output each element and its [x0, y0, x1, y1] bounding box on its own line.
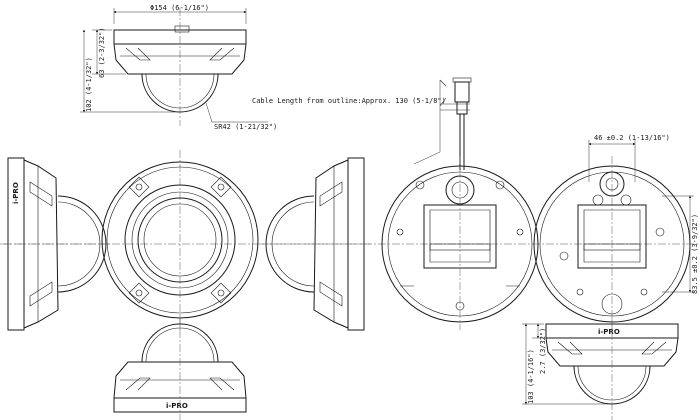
logo-left: i-PRO [12, 182, 20, 204]
logo-rear: i-PRO [166, 402, 188, 410]
dim-cable-length: Cable Length from outline:Approx. 130 (5… [252, 97, 446, 105]
dim-top-height-total: 102 (4-1/32") [85, 57, 93, 112]
front-view [101, 150, 259, 330]
cable-assembly: Cable Length from outline:Approx. 130 (5… [252, 77, 472, 170]
dim-side-height-small: 2.7 (3/32") [539, 328, 547, 374]
dim-mount-width: 46 ±0.2 (1-13/16") [594, 134, 670, 142]
mount-plate-view: 46 ±0.2 (1-13/16") 83.5 ±0.2 (3-9/32") [533, 134, 699, 330]
side-view-right [260, 157, 370, 331]
mount-base-view [381, 156, 539, 330]
dim-mount-diameter: 83.5 ±0.2 (3-9/32") [691, 214, 699, 294]
dim-dome-radius: SR42 (1-21/32") [214, 123, 277, 131]
logo-bottom-right: i-PRO [598, 328, 620, 336]
side-view-bottom-right: i-PRO 103 (4-1/16") 2.7 (3/32") [522, 318, 679, 420]
side-view-top: Φ154 (6-1/16") 63 (2-3/32") 102 (4-1/32"… [80, 4, 277, 131]
side-view-left: i-PRO [4, 157, 110, 331]
rear-view: i-PRO [113, 316, 247, 420]
dim-top-height-small: 63 (2-3/32") [98, 27, 106, 78]
dim-side-height-total: 103 (4-1/16") [527, 349, 535, 404]
dim-top-width: Φ154 (6-1/16") [150, 4, 209, 12]
